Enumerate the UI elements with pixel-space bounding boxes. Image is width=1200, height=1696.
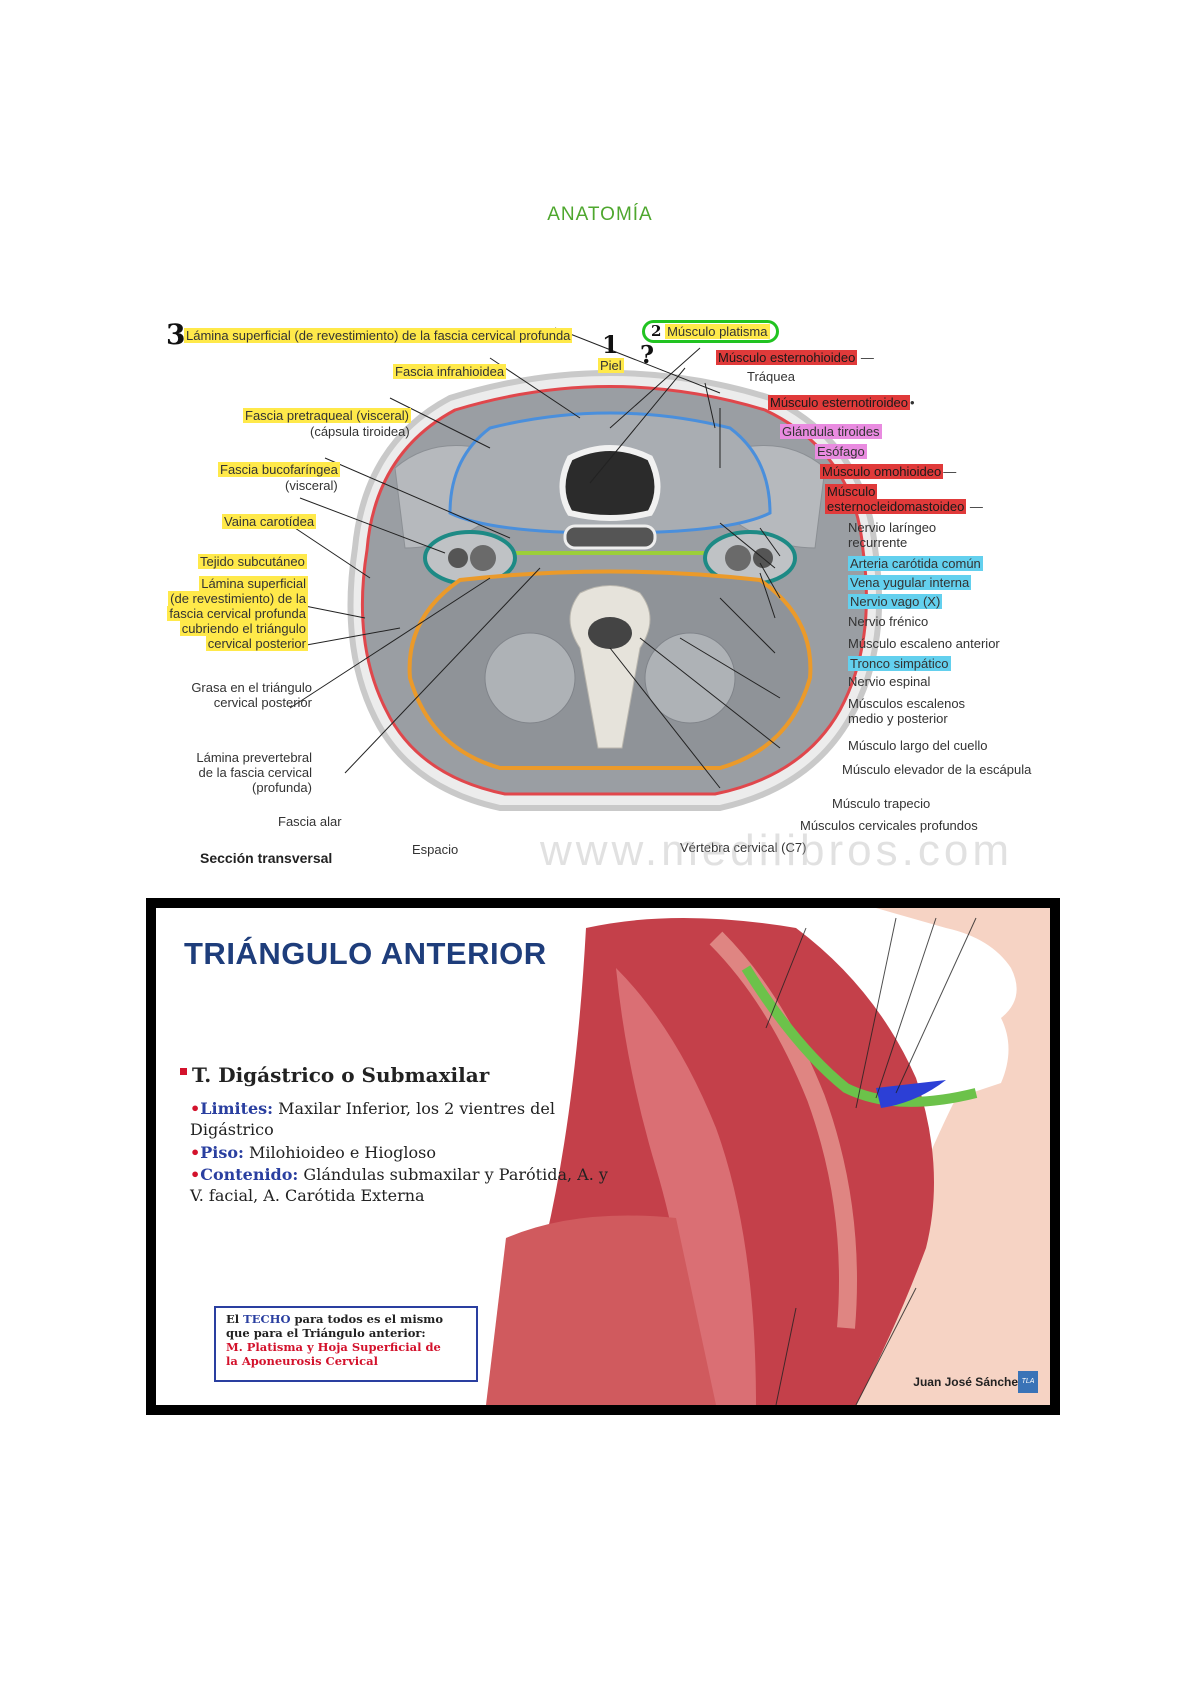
label-musculo-platisma: 2 Músculo platisma — [642, 320, 779, 343]
label-vaina-carotidea: Vaina carotídea — [222, 514, 317, 529]
label-arteria-carotida: Arteria carótida común — [848, 556, 983, 571]
handwritten-number-2: 2 — [651, 322, 662, 340]
techo-note-box: El TECHO para todos es el mismo que para… — [214, 1306, 478, 1382]
label-capsula-tiroidea: (cápsula tiroidea) — [310, 424, 410, 439]
logo-badge-icon: TLA — [1018, 1371, 1038, 1393]
label-visceral: (visceral) — [285, 478, 338, 493]
label-esternocleidomastoideo: Músculo esternocleidomastoideo — — [825, 484, 983, 514]
label-grasa-triangulo: Grasa en el triángulo cervical posterior — [191, 680, 312, 710]
label-nervio-espinal: Nervio espinal — [848, 674, 931, 689]
label-tejido-subcutaneo: Tejido subcutáneo — [198, 554, 307, 569]
square-bullet-icon — [180, 1068, 187, 1075]
label-musculos-cervicales-profundos: Músculos cervicales profundos — [800, 818, 978, 833]
handwritten-number-3: 3 — [166, 318, 186, 351]
label-nervio-vago: Nervio vago (X) — [848, 594, 943, 609]
author-credit: Juan José Sánchez — [913, 1375, 1024, 1389]
label-esternotiroideo: Músculo esternotiroideo• — [768, 395, 915, 410]
label-espacio: Espacio — [412, 842, 459, 857]
document-title: ANATOMÍA — [547, 204, 653, 225]
label-nervio-laringeo: Nervio laríngeo recurrente — [848, 520, 937, 550]
label-lamina-superficial-top: Lámina superficial (de revestimiento) de… — [184, 328, 573, 343]
bullet-dot-icon: • — [190, 1143, 201, 1162]
limites-line: •Limites: Maxilar Inferior, los 2 vientr… — [190, 1099, 555, 1139]
label-musculo-trapecio: Músculo trapecio — [832, 796, 931, 811]
label-escaleno-anterior: Músculo escaleno anterior — [848, 636, 1000, 651]
label-fascia-bucofaringea: Fascia bucofaríngea — [218, 462, 340, 477]
label-esofago: Esófago — [815, 444, 867, 459]
label-nervio-frenico: Nervio frénico — [848, 614, 929, 629]
label-esternohioideo: Músculo esternohioideo — — [716, 350, 874, 365]
label-fascia-pretraqueal: Fascia pretraqueal (visceral) — [243, 408, 412, 423]
piso-line: •Piso: Milohioideo e Hiogloso — [190, 1143, 436, 1162]
slide-canvas: TRIÁNGULO ANTERIOR T. Digástrico o Subma… — [156, 908, 1050, 1405]
contenido-line: •Contenido: Glándulas submaxilar y Parót… — [190, 1165, 608, 1205]
label-largo-del-cuello: Músculo largo del cuello — [848, 738, 988, 753]
label-tronco-simpatico: Tronco simpático — [848, 656, 951, 671]
label-glandula-tiroides: Glándula tiroides — [780, 424, 882, 439]
label-seccion-transversal: Sección transversal — [200, 850, 333, 866]
label-piel: Piel — [598, 358, 624, 373]
triangulo-anterior-slide: TRIÁNGULO ANTERIOR T. Digástrico o Subma… — [146, 898, 1060, 1415]
neck-muscle-illustration — [486, 908, 1050, 1405]
label-lamina-prevertebral: Lámina prevertebral de la fascia cervica… — [196, 750, 312, 795]
label-elevador-escapula: Músculo elevador de la escápula — [842, 762, 1032, 777]
label-omohioideo: Músculo omohioideo— — [820, 464, 957, 479]
watermark: www.medilibros.com — [540, 826, 1013, 875]
cross-section-illustration — [289, 327, 883, 811]
neck-cross-section-figure: 3 1 ? Lámina superficial (de revestimien… — [160, 318, 1060, 875]
handwritten-question-mark: ? — [640, 340, 655, 369]
bullet-dot-icon: • — [190, 1165, 201, 1184]
label-lamina-superficial-posterior: Lámina superficial (de revestimiento) de… — [167, 576, 308, 651]
label-fascia-alar: Fascia alar — [278, 814, 342, 829]
label-vena-yugular: Vena yugular interna — [848, 575, 972, 590]
label-vertebra-c7: Vértebra cervical (C7) — [680, 840, 807, 855]
label-traquea: Tráquea — [747, 369, 795, 384]
bullet-dot-icon: • — [190, 1099, 201, 1118]
label-fascia-infrahioidea: Fascia infrahioidea — [393, 364, 507, 379]
section-heading: T. Digástrico o Submaxilar — [192, 1063, 490, 1087]
handwritten-number-1: 1 — [602, 330, 619, 359]
label-musculos-escalenos: Músculos escalenos medio y posterior — [848, 696, 966, 726]
slide-title: TRIÁNGULO ANTERIOR — [184, 936, 547, 971]
